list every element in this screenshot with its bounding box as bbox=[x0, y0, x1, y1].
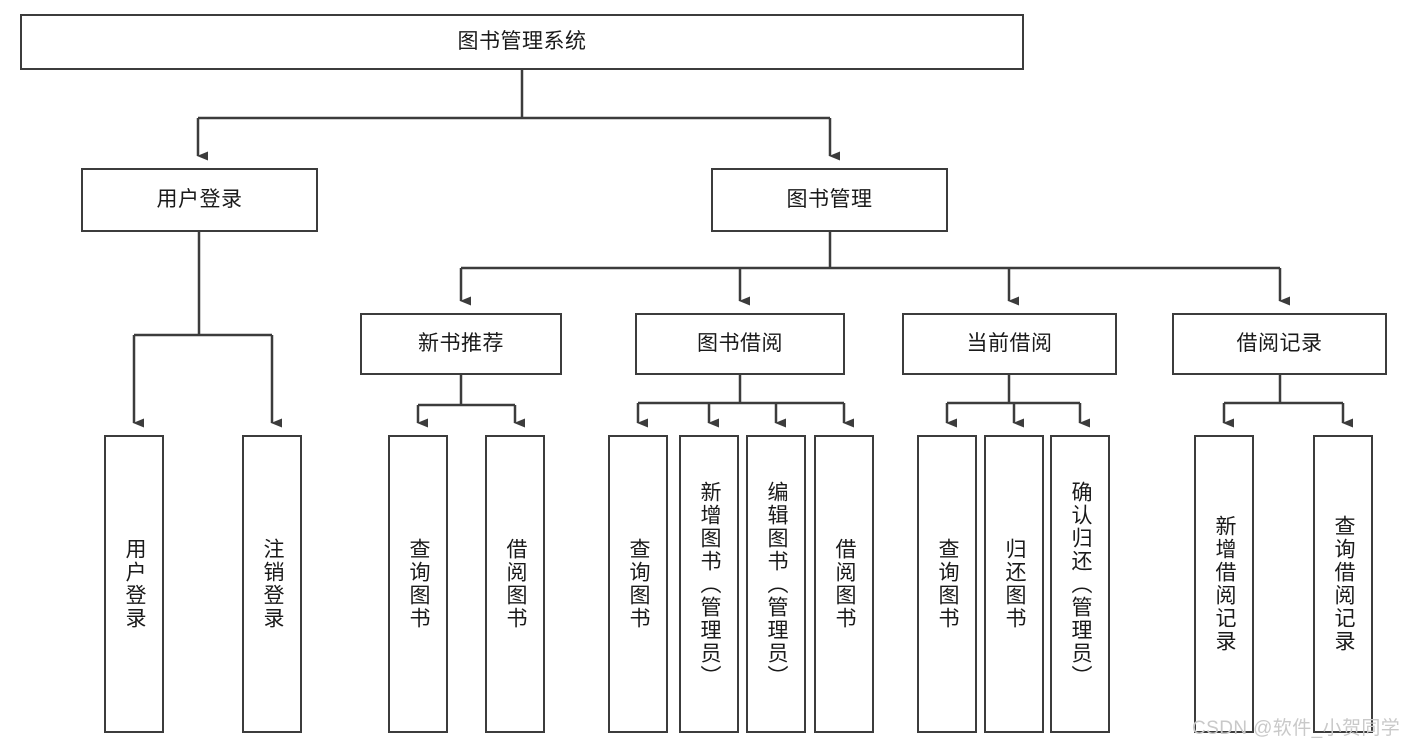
node-leaf-query-record-label: 查询借阅记录 bbox=[1332, 515, 1356, 653]
node-leaf-add-record[interactable]: 新增借阅记录 bbox=[1194, 435, 1254, 733]
edges-root-to-level2 bbox=[196, 70, 840, 161]
node-leaf-confirm-return[interactable]: 确认归还（管理员） bbox=[1050, 435, 1110, 733]
edges-bookmanage-to-level3 bbox=[459, 232, 1290, 306]
node-leaf-logout-label: 注销登录 bbox=[261, 538, 285, 630]
node-current-borrow-label: 当前借阅 bbox=[966, 332, 1053, 356]
node-leaf-borrow-book-rec-label: 借阅图书 bbox=[504, 538, 528, 630]
edges-newbookrec-to-leaves bbox=[416, 375, 525, 428]
node-leaf-query-book-current[interactable]: 查询图书 bbox=[917, 435, 977, 733]
node-leaf-confirm-return-label: 确认归还（管理员） bbox=[1069, 480, 1093, 688]
node-leaf-edit-book[interactable]: 编辑图书（管理员） bbox=[746, 435, 806, 733]
edges-currentborrow-to-leaves bbox=[945, 375, 1090, 428]
node-leaf-borrow-book[interactable]: 借阅图书 bbox=[814, 435, 874, 733]
node-borrow-record[interactable]: 借阅记录 bbox=[1172, 313, 1387, 375]
node-leaf-user-login-label: 用户登录 bbox=[123, 538, 147, 630]
node-leaf-query-record[interactable]: 查询借阅记录 bbox=[1313, 435, 1373, 733]
node-leaf-return-book-label: 归还图书 bbox=[1003, 538, 1027, 630]
node-leaf-query-book-rec-label: 查询图书 bbox=[407, 538, 431, 630]
node-borrow-record-label: 借阅记录 bbox=[1236, 332, 1323, 356]
node-new-book-rec-label: 新书推荐 bbox=[418, 332, 504, 356]
node-leaf-query-book-borrow[interactable]: 查询图书 bbox=[608, 435, 668, 733]
node-book-manage[interactable]: 图书管理 bbox=[711, 168, 948, 232]
edges-userlogin-to-leaves bbox=[132, 232, 282, 428]
node-new-book-rec[interactable]: 新书推荐 bbox=[360, 313, 562, 375]
node-leaf-borrow-book-label: 借阅图书 bbox=[833, 538, 857, 630]
node-leaf-query-book-current-label: 查询图书 bbox=[936, 538, 960, 630]
node-book-manage-label: 图书管理 bbox=[786, 188, 873, 212]
node-leaf-logout[interactable]: 注销登录 bbox=[242, 435, 302, 733]
node-leaf-add-book-label: 新增图书（管理员） bbox=[698, 480, 722, 688]
node-root-label: 图书管理系统 bbox=[457, 30, 587, 54]
node-leaf-return-book[interactable]: 归还图书 bbox=[984, 435, 1044, 733]
node-leaf-query-book-borrow-label: 查询图书 bbox=[627, 538, 651, 630]
csdn-watermark: CSDN @软件_小贺同学 bbox=[1192, 718, 1401, 739]
node-leaf-add-record-label: 新增借阅记录 bbox=[1213, 515, 1237, 653]
edges-borrowrecord-to-leaves bbox=[1222, 375, 1353, 428]
node-leaf-user-login[interactable]: 用户登录 bbox=[104, 435, 164, 733]
node-leaf-query-book-rec[interactable]: 查询图书 bbox=[388, 435, 448, 733]
node-leaf-edit-book-label: 编辑图书（管理员） bbox=[765, 480, 789, 688]
node-user-login-label: 用户登录 bbox=[156, 188, 243, 212]
edges-bookborrow-to-leaves bbox=[636, 375, 854, 428]
node-leaf-add-book[interactable]: 新增图书（管理员） bbox=[679, 435, 739, 733]
node-book-borrow[interactable]: 图书借阅 bbox=[635, 313, 845, 375]
node-user-login[interactable]: 用户登录 bbox=[81, 168, 318, 232]
node-leaf-borrow-book-rec[interactable]: 借阅图书 bbox=[485, 435, 545, 733]
node-book-borrow-label: 图书借阅 bbox=[697, 332, 783, 356]
node-current-borrow[interactable]: 当前借阅 bbox=[902, 313, 1117, 375]
node-root[interactable]: 图书管理系统 bbox=[20, 14, 1024, 70]
